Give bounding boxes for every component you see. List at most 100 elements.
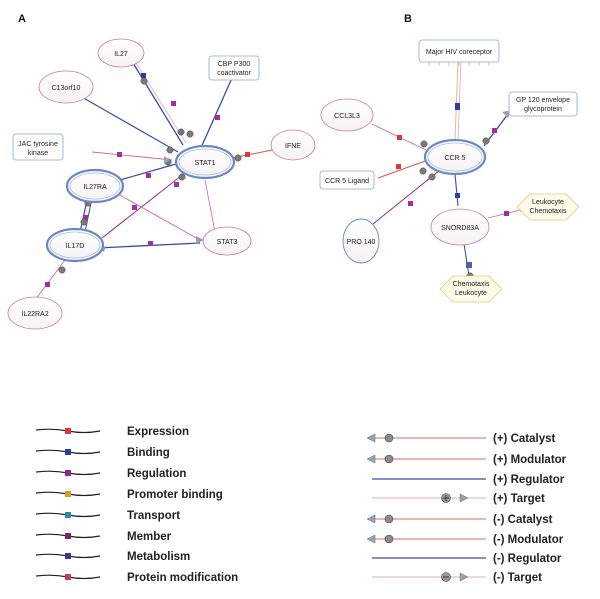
modulator-circle-icon (384, 514, 394, 524)
node-major-hiv-coreceptor[interactable]: Major HIV coreceptor (418, 39, 500, 66)
legend-swatch (65, 533, 71, 539)
svg-text:IL27: IL27 (114, 51, 128, 58)
node-il22ra2[interactable]: IL22RA2 (7, 296, 63, 330)
legend-right-label: (+) Catalyst (493, 433, 555, 445)
legend-left-row: Protein modification (35, 572, 238, 584)
panel-a-markers (45, 58, 250, 287)
node-gp120-envelope-glycoprotein[interactable]: GP 120 envelope glycoprotein (508, 91, 578, 117)
node-stat3[interactable]: STAT3 (202, 226, 252, 256)
arrowhead-icon (366, 534, 376, 544)
node-leukocyte-chemotaxis[interactable]: Leukocyte Chemotaxis (516, 193, 580, 221)
legend-left-row: Regulation (35, 468, 186, 480)
edge-il22ra2-il17d (34, 259, 66, 301)
node-pro140[interactable]: PRO 140 (342, 218, 380, 264)
legend-right-label: (-) Modulator (493, 534, 564, 546)
edge-il27ra-stat1 (119, 163, 177, 181)
legend-left-label: Regulation (127, 468, 186, 480)
legend-right-row: (-) Catalyst (366, 514, 553, 526)
legend-swatch (65, 574, 71, 580)
legend-left-label: Metabolism (127, 551, 190, 563)
modulator-circle-icon (384, 534, 394, 544)
legend-left-row: Metabolism (35, 551, 190, 563)
arrowhead-icon (459, 572, 469, 582)
svg-text:SNORD83A: SNORD83A (441, 225, 479, 232)
node-il27[interactable]: IL27 (97, 38, 145, 68)
svg-text:GP 120 envelope: GP 120 envelope (516, 97, 570, 104)
edge-il27ra-stat3 (117, 193, 201, 241)
legend-left-row: Transport (35, 510, 180, 522)
legend-swatch (65, 470, 71, 476)
legend-swatch (65, 449, 71, 455)
node-ccr5-ligand[interactable]: CCR 5 Ligand (319, 170, 375, 190)
svg-text:coactivator: coactivator (217, 70, 252, 77)
node-ccl3l3[interactable]: CCL3L3 (320, 98, 374, 132)
node-ifne[interactable]: IFNE (270, 129, 316, 161)
legend-right-row: (-) Modulator (366, 534, 564, 546)
svg-text:Chemotaxis: Chemotaxis (453, 281, 490, 288)
legend-swatch (65, 553, 71, 559)
legend-left-label: Expression (127, 426, 189, 438)
legend-left-row: Expression (35, 426, 189, 438)
legend-right-row: (-) Target (372, 572, 542, 584)
svg-text:C13orf10: C13orf10 (52, 85, 81, 92)
svg-text:CCR 5: CCR 5 (444, 155, 465, 162)
edge-stat1-stat3 (204, 179, 216, 233)
svg-text:JAC tyrosine: JAC tyrosine (18, 141, 58, 148)
arrowhead-icon (366, 514, 376, 524)
node-c13orf10[interactable]: C13orf10 (38, 70, 94, 104)
svg-text:CBP P300: CBP P300 (218, 61, 251, 68)
legend-left-row: Binding (35, 447, 170, 459)
legend-left-label: Transport (127, 510, 180, 522)
legend-right-row: (+) Catalyst (366, 433, 555, 445)
legend-right-label: (-) Target (493, 572, 542, 584)
svg-text:Chemotaxis: Chemotaxis (530, 208, 567, 215)
legend-right-label: (-) Regulator (493, 553, 562, 565)
svg-text:IFNE: IFNE (285, 143, 301, 150)
svg-text:Leukocyte: Leukocyte (532, 199, 564, 206)
svg-text:kinase: kinase (28, 150, 48, 157)
node-cbp-p300[interactable]: CBP P300 coactivator (208, 55, 260, 81)
edge-il27-stat1 (129, 57, 184, 146)
svg-text:STAT3: STAT3 (217, 239, 238, 246)
node-ccr5[interactable]: CCR 5 (423, 138, 487, 176)
node-snord83a[interactable]: SNORD83A (430, 208, 490, 246)
svg-text:IL17D: IL17D (66, 243, 85, 250)
svg-text:Major HIV coreceptor: Major HIV coreceptor (426, 49, 493, 56)
legend-swatch (65, 512, 71, 518)
legend-right-row: (+) Regulator (372, 474, 565, 486)
node-jac-tyrosine-kinase[interactable]: JAC tyrosine kinase (12, 133, 64, 161)
legend-swatch (65, 491, 71, 497)
edge-ccr5-snord83a (454, 173, 459, 207)
edge-cbp-stat1 (199, 77, 233, 151)
legend-right-label: (+) Modulator (493, 454, 567, 466)
svg-text:STAT1: STAT1 (195, 160, 216, 167)
legend-left-row: Promoter binding (35, 489, 223, 501)
svg-text:Leukocyte: Leukocyte (455, 290, 487, 297)
edge-ccr5lig-ccr5 (377, 159, 429, 179)
node-il17d[interactable]: IL17D (45, 227, 105, 263)
legend-left-label: Member (127, 531, 172, 543)
node-chemotaxis-leukocyte[interactable]: Chemotaxis Leukocyte (439, 275, 503, 303)
legend-left-label: Promoter binding (127, 489, 223, 501)
panel-b-markers (396, 103, 528, 287)
arrowhead-icon (459, 493, 469, 503)
edge-c13orf10-stat1 (79, 95, 179, 153)
legend-right-label: (+) Target (493, 493, 545, 505)
legend-left-row: Member (35, 531, 172, 543)
legend-right-label: (-) Catalyst (493, 514, 553, 526)
panel-a-letter: A (18, 13, 26, 25)
svg-text:PRO 140: PRO 140 (347, 239, 376, 246)
legend-left-label: Binding (127, 447, 170, 459)
modulator-circle-icon (384, 454, 394, 464)
legend-swatch (65, 428, 71, 434)
arrowhead-icon (366, 433, 376, 443)
svg-text:CCL3L3: CCL3L3 (334, 113, 360, 120)
node-il27ra[interactable]: IL27RA (65, 168, 125, 204)
svg-text:IL27RA: IL27RA (83, 184, 107, 191)
modulator-circle-icon (384, 433, 394, 443)
legend-right-row: (-) Regulator (372, 553, 562, 565)
node-stat1[interactable]: STAT1 (174, 144, 236, 180)
legend-left-label: Protein modification (127, 572, 238, 584)
